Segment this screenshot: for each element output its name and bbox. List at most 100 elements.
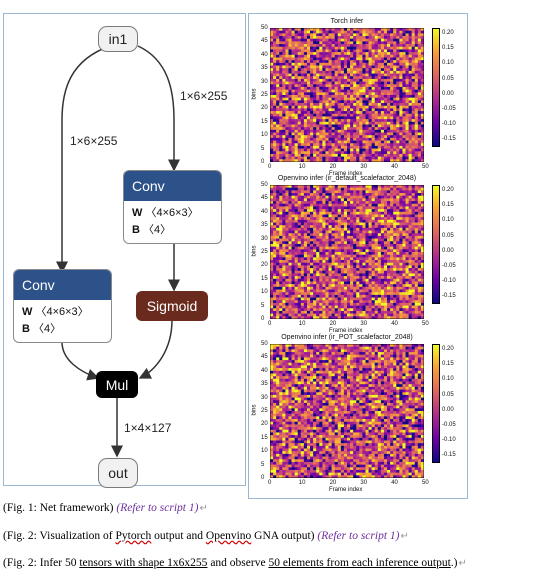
y-tick-label: 5 xyxy=(261,145,265,152)
caption-fig2b-mid: and observe xyxy=(207,557,269,569)
heatmap-panel xyxy=(248,13,468,499)
colorbar xyxy=(432,344,440,463)
conv-right-b-key: B xyxy=(132,224,140,236)
caption-fig1-ref: (Refer to script 1) xyxy=(116,502,199,514)
y-tick-label: 45 xyxy=(261,195,268,202)
x-tick-label: 40 xyxy=(391,164,398,170)
sigmoid-node[interactable]: Sigmoid xyxy=(136,291,208,321)
x-tick-label: 10 xyxy=(298,321,306,327)
conv-left-b-val: 〈4〉 xyxy=(33,323,62,335)
x-tick-label: 0 xyxy=(268,321,272,327)
y-tick-label: 0 xyxy=(261,159,265,165)
x-tick-label: 0 xyxy=(268,480,272,486)
y-tick-label: 15 xyxy=(261,434,268,441)
y-tick-label: 40 xyxy=(261,367,268,374)
conv-left-title: Conv xyxy=(14,270,111,300)
output-node[interactable]: out xyxy=(98,458,138,488)
conv-right-w-val: 〈4×6×3〉 xyxy=(145,207,199,219)
colorbar-tick-label: 0.20 xyxy=(442,187,454,193)
heatmap-title: Openvino infer (ir_POT_scalefactor_2048) xyxy=(281,334,413,341)
y-tick-label: 15 xyxy=(261,275,268,282)
colorbar-tick-label: 0.15 xyxy=(442,202,454,209)
y-tick-label: 35 xyxy=(261,222,268,229)
colorbar-tick-label: 0.05 xyxy=(442,391,454,398)
return-mark-icon: ↵ xyxy=(400,531,409,542)
x-tick-label: 10 xyxy=(298,480,306,486)
colorbar-tick-label: 0.00 xyxy=(442,406,454,413)
caption-fig2b-pre: (Fig. 2: Infer 50 xyxy=(3,557,80,569)
x-tick-label: 10 xyxy=(298,164,306,170)
conv-right-b-val: 〈4〉 xyxy=(143,224,172,236)
caption-fig2b-u2: 50 elements from each inference output xyxy=(268,557,451,569)
colorbar xyxy=(432,185,440,304)
caption-fig2b: (Fig. 2: Infer 50 tensors with shape 1x6… xyxy=(3,557,467,569)
colorbar-tick-label: 0.05 xyxy=(442,232,454,239)
y-tick-label: 30 xyxy=(261,78,268,85)
x-tick-label: 0 xyxy=(268,164,272,170)
conv-left-params: W 〈4×6×3〉 B 〈4〉 xyxy=(14,300,111,342)
colorbar-tick-label: 0.15 xyxy=(442,45,454,52)
y-tick-label: 25 xyxy=(261,92,268,98)
x-tick-label: 30 xyxy=(360,480,368,486)
x-tick-label: 30 xyxy=(360,164,368,170)
caption-fig2a-ref: (Refer to script 1) xyxy=(317,530,400,542)
mul-node[interactable]: Mul xyxy=(96,371,138,398)
conv-right-node[interactable]: Conv W 〈4×6×3〉 B 〈4〉 xyxy=(123,170,222,244)
colorbar-tick-label: 0.10 xyxy=(442,217,454,224)
colorbar-tick-label: -0.05 xyxy=(442,263,456,269)
x-tick-label: 40 xyxy=(391,321,398,327)
colorbar-tick-label: -0.05 xyxy=(442,106,456,112)
y-tick-label: 0 xyxy=(261,316,265,322)
caption-fig2a: (Fig. 2: Visualization of Pytorch output… xyxy=(3,530,409,542)
heatmap-plot xyxy=(270,344,424,478)
colorbar-tick-label: 0.05 xyxy=(442,75,454,82)
x-tick-label: 20 xyxy=(329,480,337,486)
conv-left-node[interactable]: Conv W 〈4×6×3〉 B 〈4〉 xyxy=(13,269,112,343)
caption-fig2a-mid: output and xyxy=(151,530,206,542)
caption-fig2a-post: GNA output) xyxy=(251,530,318,542)
edge-sigmoid-to-mul xyxy=(138,319,173,379)
y-tick-label: 20 xyxy=(261,421,268,428)
colorbar-tick-label: -0.15 xyxy=(442,452,456,459)
x-tick-label: 50 xyxy=(422,480,429,486)
return-mark-icon: ↵ xyxy=(199,503,208,514)
colorbar-tick-label: 0.00 xyxy=(442,247,454,254)
return-mark-icon: ↵ xyxy=(458,558,467,569)
edge-label-right: 1×6×255 xyxy=(180,89,228,103)
x-tick-label: 20 xyxy=(329,164,337,170)
edge-in-to-conv-right xyxy=(137,45,180,172)
caption-fig2a-word2: Openvino xyxy=(205,530,252,542)
colorbar-tick-label: -0.05 xyxy=(442,422,456,428)
colorbar-tick-label: 0.20 xyxy=(442,30,454,36)
y-tick-label: 20 xyxy=(261,262,268,269)
input-node[interactable]: in1 xyxy=(98,26,138,52)
caption-fig2a-word1: Pytorch xyxy=(115,530,152,542)
y-tick-label: 10 xyxy=(261,448,268,455)
x-axis-label: Frame index xyxy=(329,487,363,493)
edge-label-mul-out: 1×4×127 xyxy=(124,421,172,435)
y-tick-label: 50 xyxy=(261,182,268,188)
y-tick-label: 25 xyxy=(261,408,268,414)
x-tick-label: 20 xyxy=(329,321,337,327)
y-tick-label: 50 xyxy=(261,341,268,347)
edge-label-left: 1×6×255 xyxy=(70,134,118,148)
colorbar-tick-label: 0.15 xyxy=(442,361,454,368)
y-tick-label: 40 xyxy=(261,208,268,215)
y-tick-label: 35 xyxy=(261,381,268,388)
y-tick-label: 20 xyxy=(261,105,268,112)
conv-left-b-key: B xyxy=(22,323,30,335)
conv-right-title: Conv xyxy=(124,171,221,201)
y-tick-label: 30 xyxy=(261,235,268,242)
heatmap-plot xyxy=(270,28,424,162)
x-tick-label: 40 xyxy=(391,480,398,486)
y-tick-label: 15 xyxy=(261,118,268,125)
caption-fig2b-u1: tensors with shape 1x6x255 xyxy=(79,557,208,569)
y-tick-label: 10 xyxy=(261,289,268,296)
y-tick-label: 45 xyxy=(261,354,268,361)
caption-fig1-text: (Fig. 1: Net framework) xyxy=(3,502,117,514)
y-tick-label: 30 xyxy=(261,394,268,401)
conv-left-w-val: 〈4×6×3〉 xyxy=(35,306,89,318)
y-tick-label: 10 xyxy=(261,132,268,139)
y-tick-label: 40 xyxy=(261,51,268,58)
colorbar-tick-label: 0.10 xyxy=(442,60,454,67)
